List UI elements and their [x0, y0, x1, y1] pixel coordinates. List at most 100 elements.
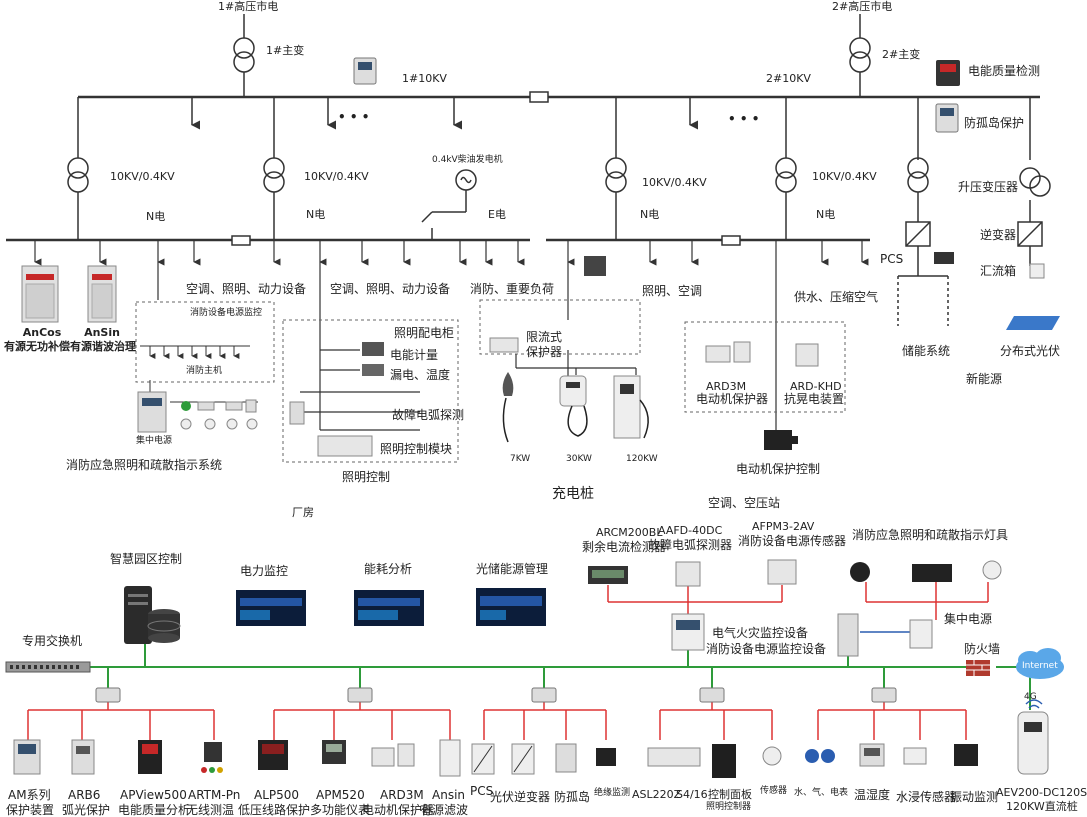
- device-name-1: ARB6: [68, 788, 101, 802]
- afpm-model: AFPM3-2AV: [752, 520, 815, 533]
- internet-label: Internet: [1022, 661, 1058, 671]
- dots-1: • • •: [338, 110, 370, 124]
- device-name-20: AEV200-DC120S: [996, 786, 1087, 799]
- firewall-label: 防火墙: [964, 642, 1001, 656]
- factory-label: 厂房: [292, 506, 314, 519]
- software-panels: [236, 588, 546, 626]
- afpm-desc: 消防设备电源传感器: [738, 534, 847, 548]
- dots-2: • • •: [728, 112, 760, 126]
- device-name-7: Ansin: [432, 788, 466, 802]
- charger-power-1: 7KW: [510, 454, 531, 464]
- device-desc-3: 无线测温: [186, 803, 235, 817]
- energy-analysis-label: 能耗分析: [364, 562, 413, 576]
- switch-label: 专用交换机: [22, 634, 83, 648]
- device-desc-1: 弧光保护: [62, 803, 111, 817]
- n-label-5: N电: [816, 208, 836, 221]
- device-name-13: S4/16: [676, 788, 708, 801]
- signal-4g-label: 4G: [1024, 692, 1037, 702]
- tx-label-2: 10KV/0.4KV: [304, 170, 369, 183]
- device-name-17: 温湿度: [854, 788, 891, 802]
- protector-label: 保护器: [526, 345, 563, 359]
- ard3m-desc: 电动机保护器: [696, 392, 769, 406]
- storage-mgmt-label: 光储能源管理: [476, 562, 549, 576]
- power-monitor-label: 电力监控: [240, 564, 289, 578]
- n-label-3: E电: [488, 208, 506, 221]
- ancos-name: AnCos: [22, 326, 62, 339]
- ancos-desc: 有源无功补偿: [4, 340, 70, 353]
- source2-label: 2#高压市电: [832, 0, 893, 13]
- ardkhd-label: ARD-KHD: [790, 380, 842, 393]
- lighting-cabinet-label: 照明配电柜: [394, 326, 455, 340]
- inverter-label: 逆变器: [980, 228, 1017, 242]
- server-icon: [124, 586, 181, 644]
- load-label-5: 供水、压缩空气: [794, 290, 879, 304]
- tx-label-3: 10KV/0.4KV: [642, 176, 707, 189]
- device-desc-2: 电能质量分析: [118, 803, 191, 817]
- charger-power-3: 120KW: [626, 454, 658, 464]
- fire-monitor-label-1: 电气火灾监控设备: [712, 626, 809, 640]
- trans2-label: 2#主变: [882, 48, 921, 61]
- network-switch: [5, 661, 91, 673]
- new-energy-label: 新能源: [966, 372, 1003, 386]
- charging-title: 充电桩: [552, 486, 594, 502]
- network-backbone: [27, 582, 1031, 740]
- device-name-15: 传感器: [760, 786, 788, 796]
- park-control-label: 智慧园区控制: [110, 552, 183, 566]
- leakage-label: 漏电、温度: [390, 368, 451, 382]
- device-name-8: PCS: [470, 784, 494, 798]
- load-label-1: 空调、照明、动力设备: [186, 282, 307, 296]
- central-power-label-left: 集中电源: [136, 436, 173, 446]
- device-name-0: AM系列: [8, 788, 51, 802]
- charger-power-2: 30KW: [566, 454, 592, 464]
- lighting-wiring: [300, 330, 420, 431]
- load-label-2: 空调、照明、动力设备: [330, 282, 451, 296]
- metering-label: 电能计量: [390, 348, 439, 362]
- device-name-10: 防孤岛: [554, 790, 591, 804]
- device-name-6: ARD3M: [380, 788, 424, 802]
- trans1-label: 1#主变: [266, 44, 305, 57]
- bottom-device-icons: [13, 559, 1049, 778]
- source1-label: 1#高压市电: [218, 0, 279, 13]
- device-name-9: 光伏逆变器: [490, 790, 551, 804]
- firewall-icon: [966, 660, 990, 676]
- device-name-4: ALP500: [254, 788, 300, 802]
- device-desc-0: 保护装置: [6, 803, 55, 817]
- current-limit-label: 限流式: [526, 330, 563, 344]
- central-power-label: 集中电源: [944, 612, 993, 626]
- device-name-5: APM520: [316, 788, 365, 802]
- device-name-18: 水浸传感器: [896, 790, 957, 804]
- n-label-2: N电: [306, 208, 326, 221]
- fire-system-label: 消防应急照明和疏散指示系统: [66, 458, 223, 472]
- ac-station-label: 空调、空压站: [708, 496, 781, 510]
- device-name-2: APView500: [120, 788, 187, 802]
- aafd-desc: 故障电弧探测器: [648, 538, 733, 552]
- load-label-4: 照明、空调: [642, 284, 703, 298]
- ardkhd-desc: 抗晃电装置: [784, 392, 845, 406]
- device-desc-14: 照明控制器: [706, 802, 752, 812]
- device-name-11: 绝缘监测: [594, 788, 631, 798]
- bus1-label: 1#10KV: [402, 72, 447, 85]
- fire-main-label: 消防主机: [186, 366, 223, 376]
- lv-bus: [6, 235, 870, 246]
- step-up-label: 升压变压器: [958, 180, 1019, 194]
- gateways: [95, 687, 897, 703]
- n-label-4: N电: [640, 208, 660, 221]
- pv-label: 分布式光伏: [1000, 344, 1061, 358]
- ansin-desc: 有源谐波治理: [70, 340, 136, 353]
- generator-label: 0.4kV柴油发电机: [432, 155, 503, 165]
- device-desc-20: 120KW直流桩: [1006, 800, 1078, 813]
- internet-cloud-icon: [1016, 648, 1064, 679]
- device-desc-7: 有源滤波: [420, 803, 469, 817]
- device-desc-4: 低压线路保护: [238, 803, 311, 817]
- device-desc-5: 多功能仪表: [310, 803, 371, 817]
- tx-label-1: 10KV/0.4KV: [110, 170, 175, 183]
- aafd-model: AAFD-40DC: [658, 524, 723, 537]
- device-name-16: 水、气、电表: [794, 788, 849, 798]
- arcm-model: ARCM200BL: [596, 526, 663, 539]
- device-name-12: ASL220Z: [632, 788, 682, 801]
- arc-label: 故障电弧探测: [392, 408, 465, 422]
- n-label-1: N电: [146, 210, 166, 223]
- device-icons: [21, 57, 1060, 457]
- pcs-label: PCS: [880, 252, 904, 266]
